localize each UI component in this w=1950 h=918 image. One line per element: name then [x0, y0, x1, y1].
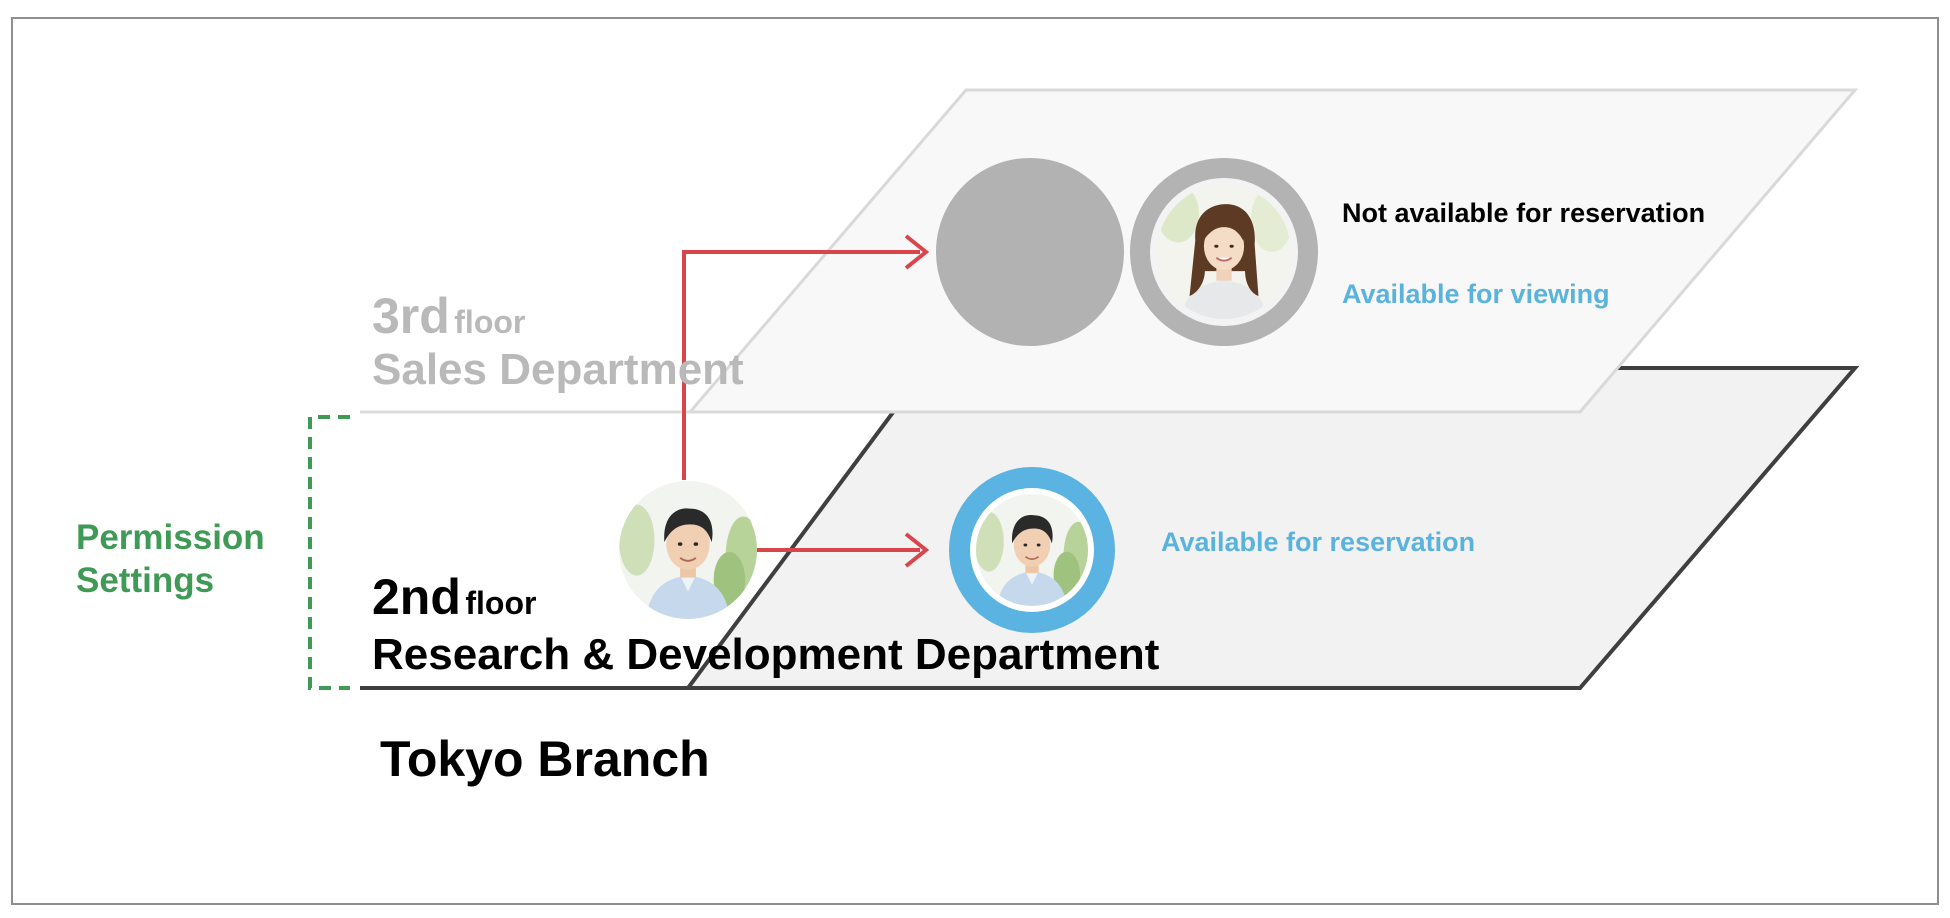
floor-3-number: 3rd [372, 288, 450, 344]
permission-bracket [308, 415, 350, 690]
status-reservable: Available for reservation [1161, 527, 1476, 557]
viewing-avatar [1130, 158, 1318, 346]
right-arrow-icon [904, 234, 930, 270]
floor-3-department: Sales Department [372, 345, 744, 394]
right-arrow-icon [904, 532, 930, 568]
permission-label-line-2: Settings [76, 561, 215, 600]
blank-avatar [936, 158, 1124, 346]
permission-label-line-1: Permission [76, 518, 265, 557]
reservation-avatar [949, 467, 1115, 633]
branch-name: Tokyo Branch [380, 731, 710, 787]
floor-2-heading: 2nd floor [372, 568, 536, 626]
floor-2-number: 2nd [372, 569, 461, 625]
floor-2-unit: floor [465, 585, 537, 621]
floor-2-department: Research & Development Department [372, 630, 1160, 679]
floor-3-unit: floor [454, 304, 526, 340]
status-not-reservable: Not available for reservation [1342, 198, 1706, 228]
status-viewable: Available for viewing [1342, 279, 1610, 309]
arrow-to-floor-3 [682, 250, 920, 480]
permission-label: Permission Settings [76, 516, 265, 602]
floor-3-heading: 3rd floor [372, 287, 525, 345]
